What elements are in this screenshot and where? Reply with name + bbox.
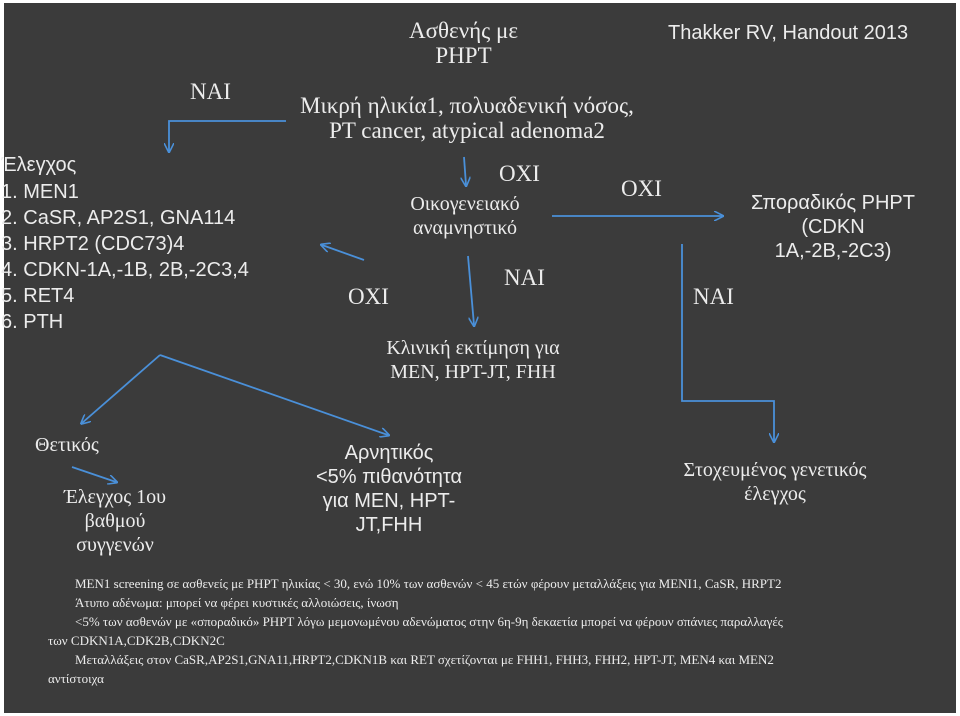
footnotes: MEN1 screening σε ασθενείς με PHPT ηλικί…	[48, 574, 783, 688]
arrow-clinical-no	[322, 245, 365, 261]
targeted-line-1: Στοχευμένος γενετικός	[683, 459, 867, 481]
sporadic-box: Σποραδικός PHPT (CDKN 1A,-2B,-2C3)	[722, 191, 944, 263]
checks-title: Έλεγχος	[1, 154, 77, 176]
arrow-positive-to-relatives	[71, 466, 116, 482]
patient-line-1: Ασθενής με	[409, 18, 518, 43]
checks-item-5: 5. RET4	[1, 285, 75, 307]
checks-box: Έλεγχος 1. MEN1 2. CaSR, AP2S1, GNA114 3…	[1, 153, 249, 336]
label-yes-center: ΝΑΙ	[504, 265, 545, 290]
negative-line-4: JT,FHH	[355, 514, 423, 536]
clinical-line-1: Κλινική εκτίμηση για	[386, 337, 560, 359]
arrow-criteria-yes	[169, 120, 286, 151]
citation: Thakker RV, Handout 2013	[668, 22, 909, 44]
relatives-line-3: συγγενών	[76, 534, 154, 556]
label-no-right: ΟΧΙ	[621, 176, 662, 201]
criteria-line-1: Μικρή ηλικία1, πολυαδενική νόσος,	[300, 93, 634, 118]
family-line-2: αναμνηστικό	[412, 217, 518, 239]
relatives-line-2: βαθμού	[84, 510, 146, 532]
sporadic-line-2: (CDKN	[801, 216, 865, 238]
relatives-box: Έλεγχος 1ου βαθμού συγγενών	[42, 485, 188, 557]
checks-item-3: 3. HRPT2 (CDC73)4	[1, 233, 185, 255]
family-history-box: Οικογενειακό αναμνηστικό	[380, 192, 550, 240]
criteria-line-2: PT cancer, atypical adenoma2	[329, 118, 605, 143]
targeted-testing-box: Στοχευμένος γενετικός έλεγχος	[660, 458, 890, 506]
flow-arrows	[71, 120, 956, 713]
footnote-4: Μεταλλάξεις στον CaSR,AP2S1,GNA11,HRPT2,…	[75, 652, 774, 667]
slide: Thakker RV, Handout 2013 Ασθενής με PHPT…	[1, 3, 956, 713]
criteria-box: Μικρή ηλικία1, πολυαδενική νόσος, PT can…	[272, 93, 662, 143]
label-yes-top-left: ΝΑΙ	[190, 79, 231, 104]
checks-list: 1. MEN1 2. CaSR, AP2S1, GNA114 3. HRPT2 …	[1, 180, 249, 336]
checks-item-1: 1. MEN1	[1, 181, 79, 203]
footnote-3-cont: των CDKN1A,CDK2B,CDKN2C	[48, 633, 225, 648]
checks-item-2: 2. CaSR, AP2S1, GNA114	[1, 207, 236, 229]
negative-line-1: Αρνητικός	[344, 442, 434, 464]
footnote-4-cont: αντίστοιχα	[48, 671, 104, 686]
negative-box: Αρνητικός <5% πιθανότητα για MEN, HPT- J…	[291, 441, 487, 537]
checks-item-4: 4. CDKN-1A,-1B, 2B,-2C3,4	[1, 259, 249, 281]
label-yes-right: ΝΑΙ	[693, 284, 734, 309]
arrow-sporadic-yes	[681, 244, 774, 441]
arrow-to-negative	[159, 354, 388, 435]
family-line-1: Οικογενειακό	[410, 193, 520, 215]
targeted-line-2: έλεγχος	[744, 483, 806, 505]
negative-line-2: <5% πιθανότητα	[315, 466, 463, 488]
footnote-1: MEN1 screening σε ασθενείς με PHPT ηλικί…	[75, 576, 782, 591]
label-no-top-center: ΟΧΙ	[499, 161, 540, 186]
clinical-line-2: MEN, HPT-JT, FHH	[390, 361, 556, 383]
patient-line-2: PHPT	[435, 43, 492, 68]
relatives-line-1: Έλεγχος 1ου	[63, 486, 167, 508]
arrow-criteria-to-family	[464, 156, 466, 185]
positive-label: Θετικός	[35, 434, 99, 456]
arrow-family-yes	[467, 255, 474, 325]
clinical-eval-box: Κλινική εκτίμηση για MEN, HPT-JT, FHH	[366, 336, 580, 384]
patient-box: Ασθενής με PHPT	[386, 18, 541, 68]
sporadic-line-1: Σποραδικός PHPT	[751, 192, 915, 214]
checks-item-6: 6. PTH	[1, 311, 64, 333]
sporadic-line-3: 1A,-2B,-2C3)	[774, 240, 892, 262]
arrow-to-positive	[82, 354, 161, 423]
footnote-3: <5% των ασθενών με «σποραδικό» PHPT λόγω…	[75, 614, 783, 629]
label-no-left: ΟΧΙ	[348, 284, 389, 309]
footnote-2: Άτυπο αδένωμα: μπορεί να φέρει κυστικές …	[75, 595, 399, 610]
negative-line-3: για MEN, HPT-	[322, 490, 456, 512]
